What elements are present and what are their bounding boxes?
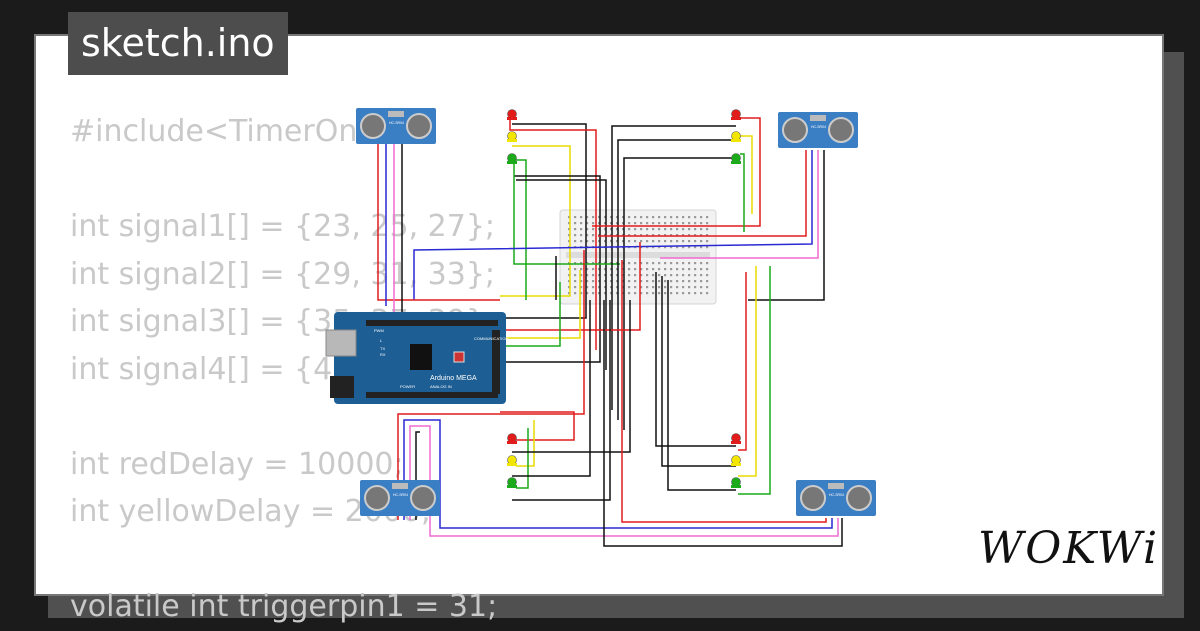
wires <box>377 117 843 547</box>
wire-green <box>500 282 561 347</box>
wire-red <box>509 120 597 350</box>
green-led <box>731 153 741 164</box>
yellow-led <box>731 455 741 466</box>
green-led <box>507 477 517 488</box>
wire-red <box>500 411 575 441</box>
yellow-led <box>507 455 517 466</box>
wire-blue <box>403 419 833 529</box>
red-led <box>731 109 741 120</box>
wire-yellow <box>516 420 535 467</box>
wire-red <box>621 260 827 523</box>
communication-label: COMMUNICATION <box>474 336 508 341</box>
green-led <box>507 153 517 164</box>
wire-black <box>603 300 843 547</box>
ultrasonic-sensor: HC-SR04 <box>796 480 876 516</box>
wire-green <box>516 428 529 489</box>
wire-pink <box>660 150 819 259</box>
yellow-led <box>507 131 517 142</box>
red-led <box>507 109 517 120</box>
wire-green <box>740 153 745 232</box>
board-name: Arduino MEGA <box>430 375 477 382</box>
power-label: POWER <box>400 384 415 389</box>
traffic-leds <box>507 109 741 488</box>
led-label-rx: RX <box>380 352 386 357</box>
wokwi-logo: WOKWi <box>978 523 1160 574</box>
svg-text:HC-SR04: HC-SR04 <box>829 493 844 497</box>
svg-text:HC-SR04: HC-SR04 <box>811 125 826 129</box>
arduino-mega: Arduino MEGA COMMUNICATION PWM POWER ANA… <box>325 312 508 404</box>
ultrasonic-sensor: HC-SR04 <box>778 112 858 148</box>
wire-black <box>661 276 736 467</box>
wire-black <box>512 300 611 501</box>
green-led <box>731 477 741 488</box>
code-line: volatile int triggerpin1 = 31; <box>70 589 498 624</box>
wire-black <box>655 272 736 447</box>
wire-black <box>617 139 736 420</box>
wire-red <box>592 117 761 227</box>
wire-yellow <box>500 270 581 339</box>
wire-black <box>623 157 736 430</box>
ultrasonic-sensor: HC-SR04 <box>356 108 436 144</box>
wire-red <box>397 250 585 520</box>
led-label-l: L <box>380 338 383 343</box>
wire-green <box>512 159 527 300</box>
wire-black <box>748 150 825 301</box>
wire-red <box>738 272 747 451</box>
wire-black <box>516 179 607 370</box>
pwm-label: PWM <box>374 328 384 333</box>
wire-blue <box>413 150 813 300</box>
yellow-led <box>731 131 741 142</box>
wire-black <box>512 300 591 477</box>
wire-yellow <box>500 145 571 297</box>
led-label-tx: TX <box>380 346 385 351</box>
red-led <box>731 433 741 444</box>
code-line: int redDelay = 10000; <box>70 446 404 482</box>
svg-text:HC-SR04: HC-SR04 <box>393 493 408 497</box>
wire-black <box>500 123 587 319</box>
wire-pink <box>409 425 839 537</box>
wire-green <box>738 266 771 495</box>
file-tab[interactable]: sketch.ino <box>68 12 288 75</box>
wire-red <box>377 144 500 301</box>
wire-yellow <box>740 135 753 214</box>
analog-label: ANALOG IN <box>430 384 452 389</box>
ultrasonic-sensor: HC-SR04 <box>360 480 440 516</box>
wire-black <box>667 280 736 491</box>
wire-red <box>598 150 807 237</box>
breadboard <box>559 209 717 305</box>
wire-black <box>611 125 736 410</box>
red-led <box>507 433 517 444</box>
svg-text:HC-SR04: HC-SR04 <box>389 121 404 125</box>
wire-black <box>500 175 601 363</box>
wire-red <box>500 242 641 331</box>
wire-yellow <box>738 266 757 477</box>
wire-black <box>512 300 631 453</box>
